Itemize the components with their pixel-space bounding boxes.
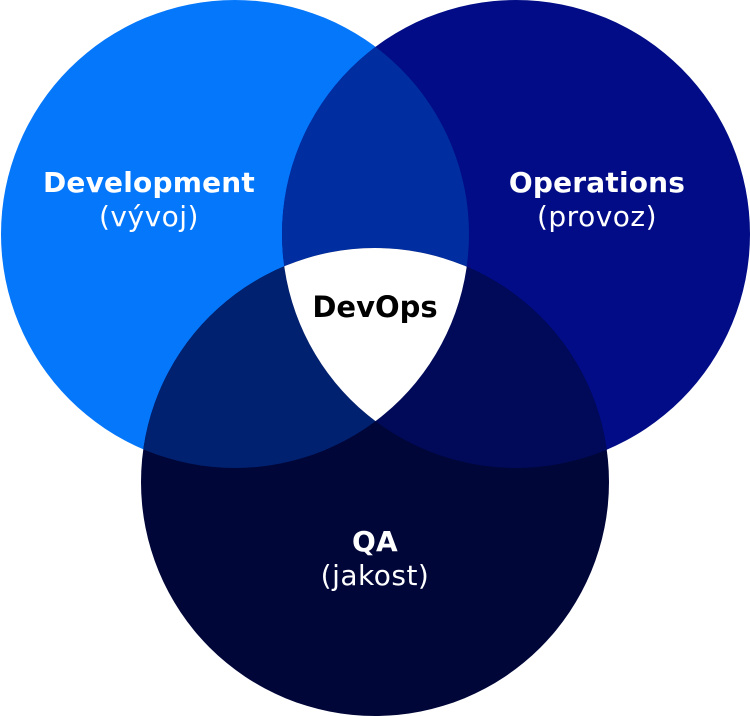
- operations-subtitle: (provoz): [536, 199, 658, 233]
- operations-label: Operations (provoz): [509, 166, 685, 233]
- development-label: Development (vývoj): [43, 166, 255, 233]
- qa-label: QA (jakost): [321, 525, 430, 592]
- overlap-operations-qa: [282, 248, 609, 468]
- qa-title: QA: [352, 525, 398, 558]
- qa-subtitle: (jakost): [320, 558, 430, 592]
- development-subtitle: (vývoj): [99, 199, 199, 233]
- operations-title: Operations: [508, 166, 686, 199]
- development-title: Development: [42, 166, 256, 199]
- overlap-development-qa: [141, 248, 469, 468]
- devops-label: DevOps: [312, 290, 438, 324]
